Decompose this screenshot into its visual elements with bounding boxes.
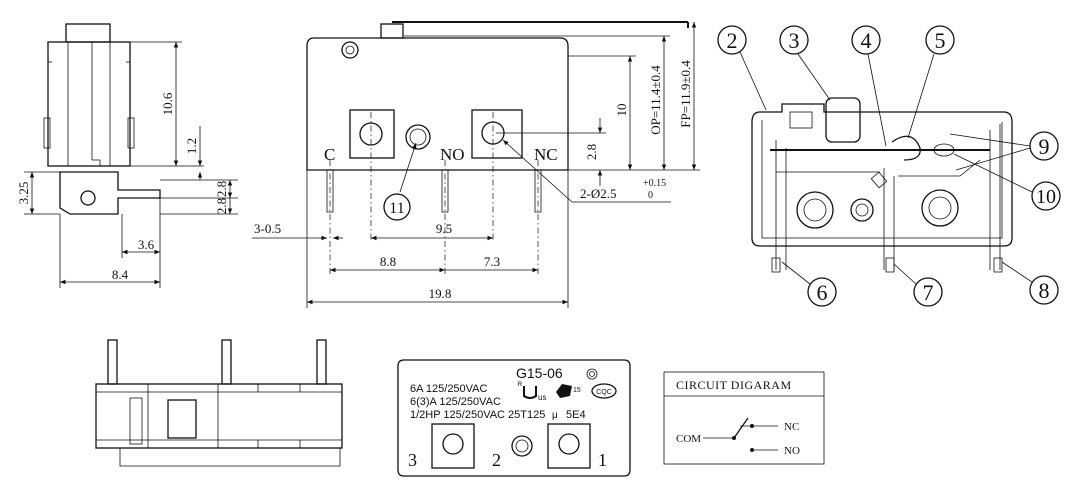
dim-9-5: 9.5 xyxy=(436,221,452,236)
terminal-3: 3 xyxy=(408,450,417,470)
internal-view: 2 3 4 5 9 10 6 7 8 xyxy=(717,25,1061,307)
dim-tab-b: 2.8 xyxy=(214,198,229,214)
label-c: C xyxy=(324,145,335,164)
dim-hole-tol-upper: +0.15 xyxy=(643,178,666,189)
bottom-view xyxy=(95,339,343,467)
dim-fp: FP=11.9±0.4 xyxy=(678,60,693,128)
callout-11: 11 xyxy=(389,200,404,217)
dim-hole-h: 2.8 xyxy=(584,144,599,160)
dim-width: 8.4 xyxy=(112,267,129,282)
label-no: NO xyxy=(440,145,465,164)
e15-logo: 15 xyxy=(556,384,581,398)
terminal-1: 1 xyxy=(598,450,607,470)
cqc-mark: CQC xyxy=(596,389,612,396)
callout-4: 4 xyxy=(861,28,872,53)
circuit-com: COM xyxy=(676,433,701,445)
circuit-diagram: CIRCUIT DIGARAM COM NC NO xyxy=(663,371,825,465)
dim-hole: 2-Ø2.5 xyxy=(580,186,616,201)
callout-9: 9 xyxy=(1039,134,1050,159)
callout-10: 10 xyxy=(1036,186,1056,208)
cqc-logo: CQC xyxy=(591,383,617,399)
circuit-title: CIRCUIT DIGARAM xyxy=(676,378,792,392)
dim-op: OP=11.4±0.4 xyxy=(648,65,663,135)
callout-7: 7 xyxy=(923,280,934,305)
e15-mark: 15 xyxy=(573,387,581,394)
circuit-no: NO xyxy=(784,445,800,457)
ul-logo: ᴿ us xyxy=(518,380,546,402)
dim-hole-tol-lower: 0 xyxy=(648,190,653,201)
label-nc: NC xyxy=(534,145,558,164)
callout-2: 2 xyxy=(727,28,738,53)
dim-19-8: 19.8 xyxy=(429,286,452,301)
callout-5: 5 xyxy=(935,28,946,53)
label-view: G15-06 6A 125/250VAC 6(3)A 125/250VAC 1/… xyxy=(397,359,631,477)
ul-mark: ᴿ xyxy=(518,380,522,390)
front-view: C NO NC 10 OP=11.4±0.4 FP=11.9±0.4 2.8 2… xyxy=(252,21,700,308)
label-mu: μ xyxy=(552,410,558,421)
us-mark: us xyxy=(538,393,546,402)
label-rating-2: 6(3)A 125/250VAC xyxy=(410,396,501,408)
callout-8: 8 xyxy=(1039,278,1050,303)
dim-pin: 3-0.5 xyxy=(254,221,281,236)
side-view: 10.6 1.2 2.8 2.8 3.25 3.6 8.4 xyxy=(16,23,238,288)
callout-6: 6 xyxy=(817,280,828,305)
callout-3: 3 xyxy=(789,28,800,53)
dim-7-3: 7.3 xyxy=(484,254,500,269)
label-model: G15-06 xyxy=(516,365,563,381)
label-rating-1: 6A 125/250VAC xyxy=(410,383,488,395)
dim-gap: 1.2 xyxy=(184,138,199,154)
dim-10: 10 xyxy=(614,104,629,117)
label-rating-3: 1/2HP 125/250VAC 25T125 xyxy=(410,409,545,421)
dim-tab-a: 2.8 xyxy=(214,181,229,197)
label-code: 5E4 xyxy=(566,409,586,421)
dim-total: 3.25 xyxy=(16,182,31,205)
dim-height: 10.6 xyxy=(160,92,175,115)
dim-8-8: 8.8 xyxy=(380,254,396,269)
circuit-nc: NC xyxy=(784,421,799,433)
dim-offset: 3.6 xyxy=(138,237,155,252)
terminal-2: 2 xyxy=(492,450,501,470)
